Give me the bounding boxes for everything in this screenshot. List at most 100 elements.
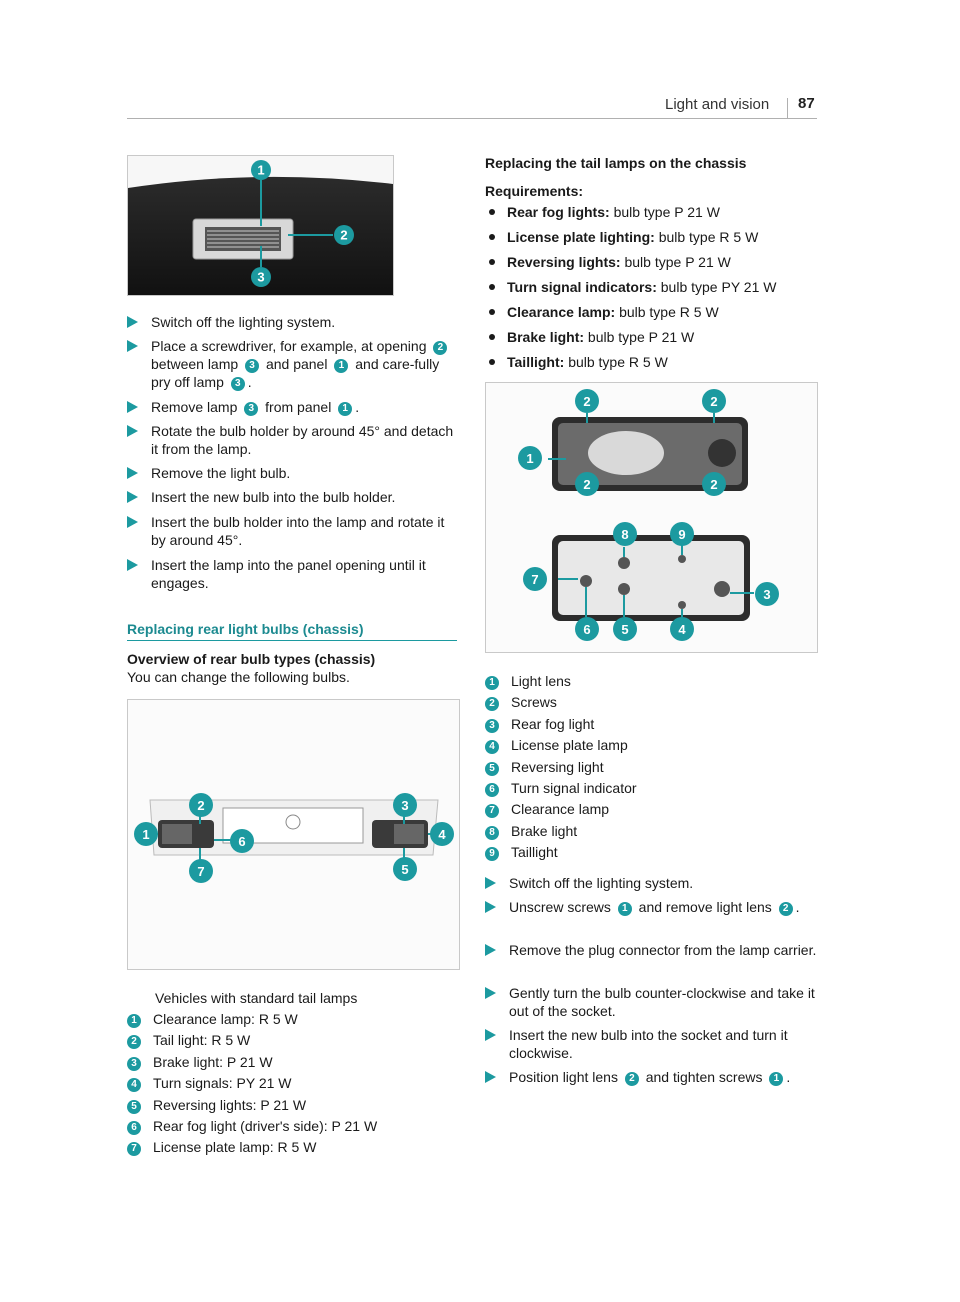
callout-8: 8 [613, 522, 637, 546]
legend-text: Clearance lamp [511, 801, 610, 818]
callout-6: 6 [230, 829, 254, 853]
callout-ref-badge: 2 [624, 1072, 639, 1086]
step-text: and panel [262, 356, 332, 372]
step-text: Unscrew screws [509, 899, 615, 915]
legend-number-badge: 7 [127, 1142, 141, 1157]
svg-text:1: 1 [142, 827, 149, 842]
step-text: and remove light lens [634, 899, 776, 915]
step-text: Remove the light bulb. [151, 465, 291, 481]
legend-item: 7 License plate lamp: R 5 W [127, 1138, 377, 1159]
legend-text: Screws [511, 694, 557, 711]
legend-item: 4 License plate lamp [485, 736, 637, 757]
callout-9: 9 [670, 522, 694, 546]
section-title-rear-bulbs: Replacing rear light bulbs (chassis) [127, 621, 364, 637]
instruction-step: Insert the bulb holder into the lamp and… [127, 513, 461, 549]
figure-caption: Vehicles with standard tail lamps [155, 990, 358, 1006]
requirement-value: bulb type R 5 W [568, 354, 668, 370]
callout-7: 7 [189, 859, 213, 883]
instruction-step: Gently turn the bulb counter-clockwise a… [485, 984, 819, 1020]
legend-number-badge: 4 [127, 1078, 141, 1093]
requirement-item: Taillight: bulb type R 5 W [485, 353, 825, 378]
figure-rear-bulbs: 1 2 3 4 5 6 7 [127, 699, 460, 970]
requirement-item: Clearance lamp: bulb type R 5 W [485, 303, 825, 328]
requirement-label: Brake light: [507, 329, 585, 345]
callout-3: 3 [251, 267, 271, 287]
legend-item: 3 Rear fog light [485, 715, 637, 736]
svg-text:2: 2 [197, 798, 204, 813]
svg-text:7: 7 [531, 572, 538, 587]
instruction-step: Rotate the bulb holder by around 45° and… [127, 422, 461, 458]
callout-2-bottom-right: 2 [702, 472, 726, 496]
callout-2: 2 [334, 225, 354, 245]
callout-5: 5 [613, 617, 637, 641]
step-text: Switch off the lighting system. [509, 875, 694, 891]
step-text: Remove the plug connector from the lamp … [509, 942, 817, 958]
step-arrow-icon [127, 491, 138, 503]
step-text: Remove lamp [151, 399, 242, 415]
step-text: . [795, 899, 800, 915]
section-title-tail-lamps: Replacing the tail lamps on the chassis [485, 155, 747, 171]
step-text: Insert the new bulb into the bulb holder… [151, 489, 396, 505]
callout-ref-badge: 3 [245, 359, 260, 373]
instruction-step: Insert the new bulb into the socket and … [485, 1026, 819, 1062]
step-arrow-icon [485, 944, 496, 956]
figure-lamp-removal: 1 2 3 [127, 155, 394, 296]
step-text: Insert the bulb holder into the lamp and… [151, 514, 445, 548]
step-text: and tighten screws [641, 1069, 767, 1085]
legend-number-badge: 4 [485, 740, 499, 755]
step-arrow-icon [485, 987, 496, 999]
requirement-value: bulb type R 5 W [658, 229, 759, 245]
callout-2-top-right: 2 [702, 389, 726, 413]
legend-number-badge: 5 [485, 761, 499, 776]
step-text: Insert the lamp into the panel opening u… [151, 557, 426, 591]
callout-7: 7 [523, 567, 547, 591]
requirement-label: Taillight: [507, 354, 565, 370]
legend-text: License plate lamp: R 5 W [153, 1139, 317, 1156]
instruction-step: Insert the new bulb into the bulb holder… [127, 488, 461, 506]
callout-ref-badge: 2 [778, 902, 793, 916]
header-rule [127, 118, 817, 119]
instruction-step: Switch off the lighting system. [127, 313, 461, 331]
callout-1: 1 [251, 160, 271, 180]
requirement-item: License plate lighting: bulb type R 5 W [485, 228, 825, 253]
legend-item: 2 Screws [485, 693, 637, 714]
legend-text: License plate lamp [511, 737, 628, 754]
requirement-label: Clearance lamp: [507, 304, 616, 320]
legend-number-badge: 2 [485, 697, 499, 712]
requirement-item: Rear fog lights: bulb type P 21 W [485, 203, 825, 228]
overview-intro: You can change the following bulbs. [127, 669, 350, 685]
legend-number-badge: 9 [485, 847, 499, 862]
legend-number-badge: 3 [485, 718, 499, 733]
svg-text:6: 6 [238, 834, 245, 849]
callout-ref-badge: 3 [244, 402, 259, 416]
legend-text: Tail light: R 5 W [153, 1032, 251, 1049]
overview-heading: Overview of rear bulb types (chassis) [127, 651, 376, 667]
callout-2-bottom-left: 2 [575, 472, 599, 496]
svg-text:6: 6 [583, 622, 590, 637]
legend-item: 6 Rear fog light (driver's side): P 21 W [127, 1117, 377, 1138]
svg-text:1: 1 [257, 163, 264, 178]
step-text: Place a screwdriver, for example, at ope… [151, 338, 431, 354]
requirement-value: bulb type R 5 W [619, 304, 719, 320]
callout-3: 3 [393, 793, 417, 817]
callout-6: 6 [575, 617, 599, 641]
requirement-value: bulb type P 21 W [587, 329, 695, 345]
legend-text: Rear fog light (driver's side): P 21 W [153, 1117, 378, 1134]
instruction-step: Insert the lamp into the panel opening u… [127, 556, 461, 592]
instruction-step: Unscrew screws 1 and remove light lens 2… [485, 898, 819, 916]
step-text: and care-fully pry off lamp [151, 356, 440, 390]
step-text: . [786, 1069, 791, 1085]
requirement-value: bulb type P 21 W [613, 204, 720, 220]
legend-number-badge: 6 [127, 1120, 141, 1135]
requirement-item: Reversing lights: bulb type P 21 W [485, 253, 825, 278]
legend-text: Rear fog light [511, 715, 595, 732]
